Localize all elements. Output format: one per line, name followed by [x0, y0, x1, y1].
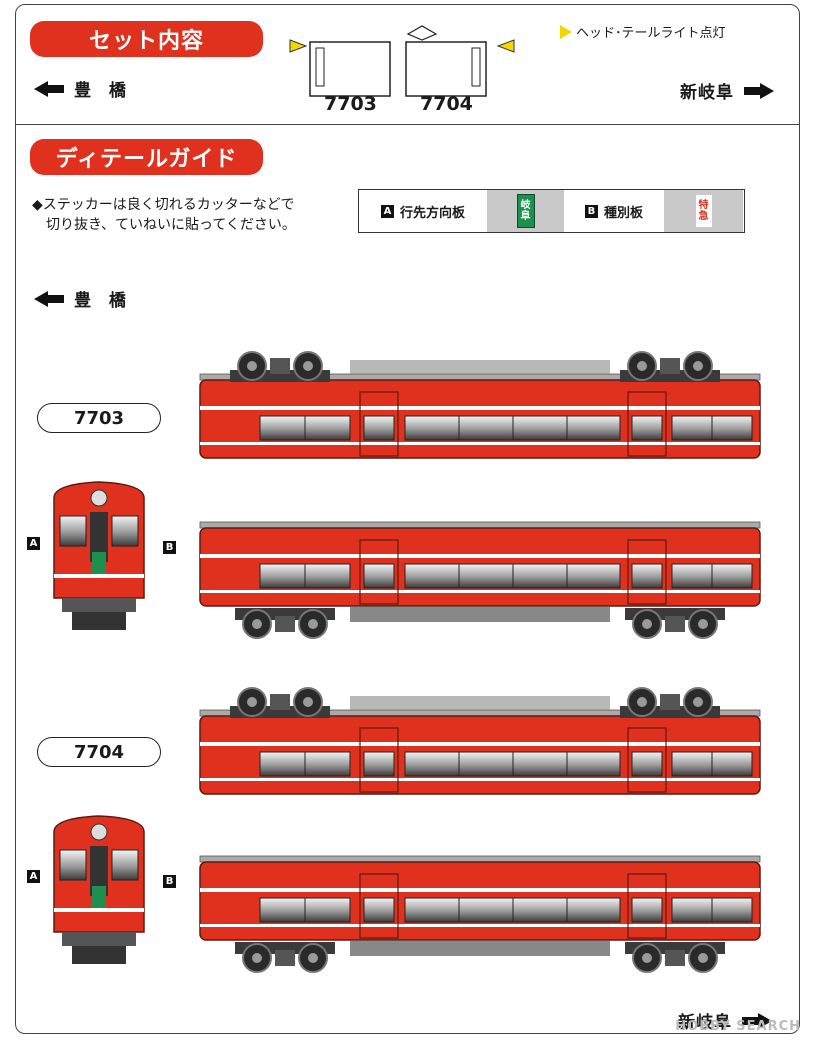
front-view-7704: [53, 815, 145, 964]
direction-right-label: 新岐阜: [680, 83, 734, 103]
sticker-b-label: 種別板: [603, 205, 643, 221]
set-car-number-7703: 7703: [324, 93, 377, 115]
headlight-left-icon: [289, 39, 308, 53]
pantograph-diamond-icon: [406, 25, 438, 41]
car-7703-box: [309, 41, 391, 97]
car-7704-side-a: [199, 696, 761, 795]
set-diagram: [289, 25, 515, 97]
sticker-b-badge: B: [584, 204, 598, 218]
instruction-line-2: 切り抜き、ていねいに貼ってください。: [32, 217, 296, 233]
car-label-7704: 7704: [37, 737, 161, 767]
car-7704-side-b: [199, 855, 761, 956]
car-7704-box: [405, 41, 487, 97]
sticker-a-label: 行先方向板: [399, 205, 465, 221]
headlight-triangle-icon: [560, 24, 572, 39]
arrow-right-icon: [744, 82, 774, 99]
headlight-legend-label: ヘッド･テールライト点灯: [576, 26, 726, 41]
direction-left-label: 豊 橋: [74, 81, 132, 101]
direction-right-bottom: 新岐阜: [678, 1008, 772, 1033]
sticker-b-label-cell: B 種別板: [564, 190, 664, 232]
headlight-right-icon: [496, 39, 515, 53]
set-car-number-7704: 7704: [420, 93, 473, 115]
front-view-7703: [53, 481, 145, 630]
sticker-instructions: ◆ステッカーは良く切れるカッターなどで 切り抜き、ていねいに貼ってください。: [32, 195, 296, 235]
tag-a-7703: A: [27, 537, 40, 550]
tag-a-7704: A: [27, 870, 40, 883]
direction-right-label: 新岐阜: [678, 1013, 732, 1033]
direction-right-top: 新岐阜: [680, 78, 774, 103]
arrow-left-icon: [34, 80, 64, 97]
headlight-legend: ヘッド･テールライト点灯: [560, 22, 726, 41]
type-plate-char-2: 急: [698, 211, 709, 222]
type-plate-char-1: 特: [698, 200, 709, 211]
direction-left-detail: 豊 橋: [34, 286, 132, 311]
detail-guide-title: ディテールガイド: [30, 139, 263, 175]
sticker-a-label-cell: A 行先方向板: [359, 190, 487, 232]
sticker-legend-box: A 行先方向板 岐 阜 B 種別板 特 急: [358, 189, 745, 233]
watermark: HOBBY SEARCH: [675, 1019, 801, 1034]
section-divider: [15, 124, 800, 125]
tag-b-7703: B: [163, 541, 176, 554]
sticker-a-sample-cell: 岐 阜: [487, 190, 564, 232]
page-frame: [15, 4, 800, 1034]
set-contents-title: セット内容: [30, 21, 263, 57]
dest-plate-char-1: 岐: [520, 200, 531, 211]
sticker-a-badge: A: [380, 204, 394, 218]
destination-plate-sample: 岐 阜: [516, 194, 535, 228]
dest-plate-char-2: 阜: [520, 211, 531, 222]
car-7703-side-a: [199, 360, 761, 459]
car-label-7703: 7703: [37, 403, 161, 433]
direction-left-top: 豊 橋: [34, 76, 132, 101]
arrow-left-icon: [34, 290, 64, 307]
tag-b-7704: B: [163, 875, 176, 888]
instruction-line-1: ◆ステッカーは良く切れるカッターなどで: [32, 197, 295, 213]
type-plate-sample: 特 急: [695, 195, 712, 227]
car-7703-side-b: [199, 521, 761, 622]
arrow-right-icon: [742, 1012, 772, 1029]
sticker-b-sample-cell: 特 急: [664, 190, 743, 232]
direction-left-label: 豊 橋: [74, 291, 132, 311]
